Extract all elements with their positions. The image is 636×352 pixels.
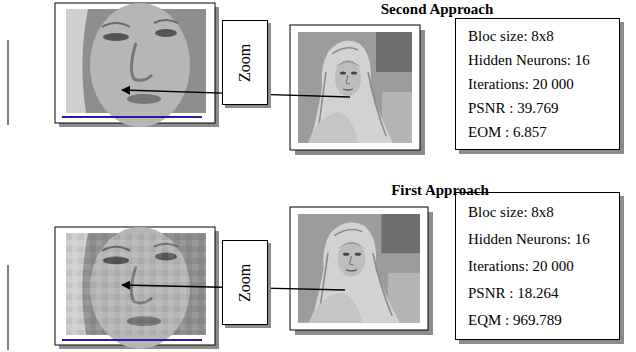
zoom-box: Zoom (222, 240, 268, 325)
photo-frame (290, 207, 428, 330)
photo-frame (290, 25, 420, 150)
barbara-photo (298, 214, 420, 323)
section-heading: First Approach (391, 181, 489, 199)
parameter-line: Iterations: 20 000 (468, 72, 574, 96)
frame-shadow (59, 231, 219, 349)
zoomed-face (66, 227, 206, 349)
margin-line (8, 265, 9, 350)
zoomed-face (66, 3, 206, 127)
zoom-label: Zoom (236, 263, 254, 301)
parameter-line: Hidden Neurons: 16 (468, 226, 590, 253)
barbara-photo (298, 32, 412, 143)
frame-shadow (295, 212, 433, 335)
underline (62, 339, 202, 341)
parameter-line: Bloc size: 8x8 (468, 199, 554, 226)
parameter-box: Bloc size: 8x8Hidden Neurons: 16Iteratio… (455, 18, 620, 150)
section-heading: Second Approach (381, 0, 494, 18)
pixel-blocks (66, 233, 206, 335)
zoom-label: Zoom (236, 43, 254, 81)
parameter-line: EOM : 6.857 (468, 120, 547, 144)
parameter-line: EQM : 969.789 (468, 307, 562, 334)
parameter-box: Bloc size: 8x8Hidden Neurons: 16Iteratio… (455, 192, 620, 340)
parameter-line: Bloc size: 8x8 (468, 24, 554, 48)
margin-line (8, 40, 9, 125)
underline (62, 116, 202, 118)
zoom-box: Zoom (222, 20, 268, 105)
frame-shadow (295, 30, 425, 155)
parameter-line: PSNR : 18.264 (468, 280, 558, 307)
parameter-line: Hidden Neurons: 16 (468, 48, 590, 72)
parameter-line: Iterations: 20 000 (468, 253, 574, 280)
parameter-line: PSNR : 39.769 (468, 96, 558, 120)
